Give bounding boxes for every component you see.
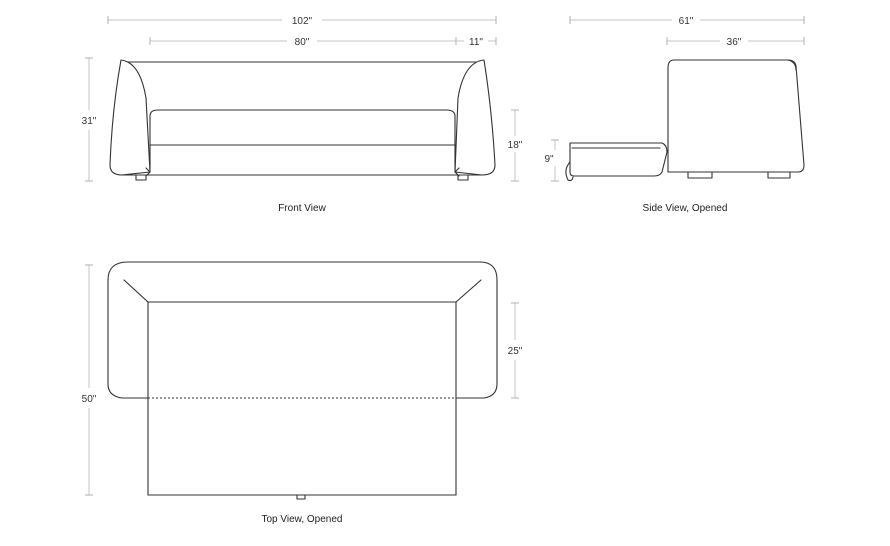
side-depth-label: 36" bbox=[727, 37, 742, 48]
side-view-caption: Side View, Opened bbox=[643, 203, 728, 214]
top-seat-depth-label: 25" bbox=[508, 346, 523, 357]
side-mattress-height-label: 9" bbox=[544, 154, 554, 165]
top-view: 50" 25" Top View, Opened bbox=[82, 261, 523, 525]
side-mattress-height-dimension: 9" bbox=[544, 139, 559, 182]
front-inner-width-dimension: 80" bbox=[149, 37, 457, 48]
side-opened-depth-dimension: 61" bbox=[569, 16, 805, 27]
top-seat-depth-dimension: 25" bbox=[508, 302, 523, 399]
top-sofa-outline bbox=[107, 261, 498, 500]
side-opened-depth-label: 61" bbox=[679, 16, 694, 27]
front-height-dimension: 31" bbox=[82, 57, 97, 182]
side-view: 61" 36" 9" bbox=[544, 16, 805, 214]
top-opened-depth-dimension: 50" bbox=[82, 264, 97, 496]
side-depth-dimension: 36" bbox=[666, 37, 805, 48]
front-inner-width-label: 80" bbox=[295, 37, 310, 48]
side-sofa-outline bbox=[565, 59, 805, 182]
front-arm-width-label: 11" bbox=[469, 37, 483, 48]
front-overall-width-dimension: 102" bbox=[107, 16, 497, 27]
front-seat-height-label: 18" bbox=[508, 140, 523, 151]
front-seat-height-dimension: 18" bbox=[508, 109, 523, 182]
front-overall-width-label: 102" bbox=[292, 16, 313, 27]
top-opened-depth-label: 50" bbox=[82, 394, 97, 405]
front-view: 102" 80" 11" 31" bbox=[82, 16, 523, 214]
top-view-caption: Top View, Opened bbox=[262, 514, 343, 525]
front-height-label: 31" bbox=[82, 116, 97, 127]
front-sofa-outline bbox=[109, 59, 496, 181]
front-view-caption: Front View bbox=[278, 203, 326, 214]
front-arm-width-dimension: 11" bbox=[456, 37, 497, 48]
